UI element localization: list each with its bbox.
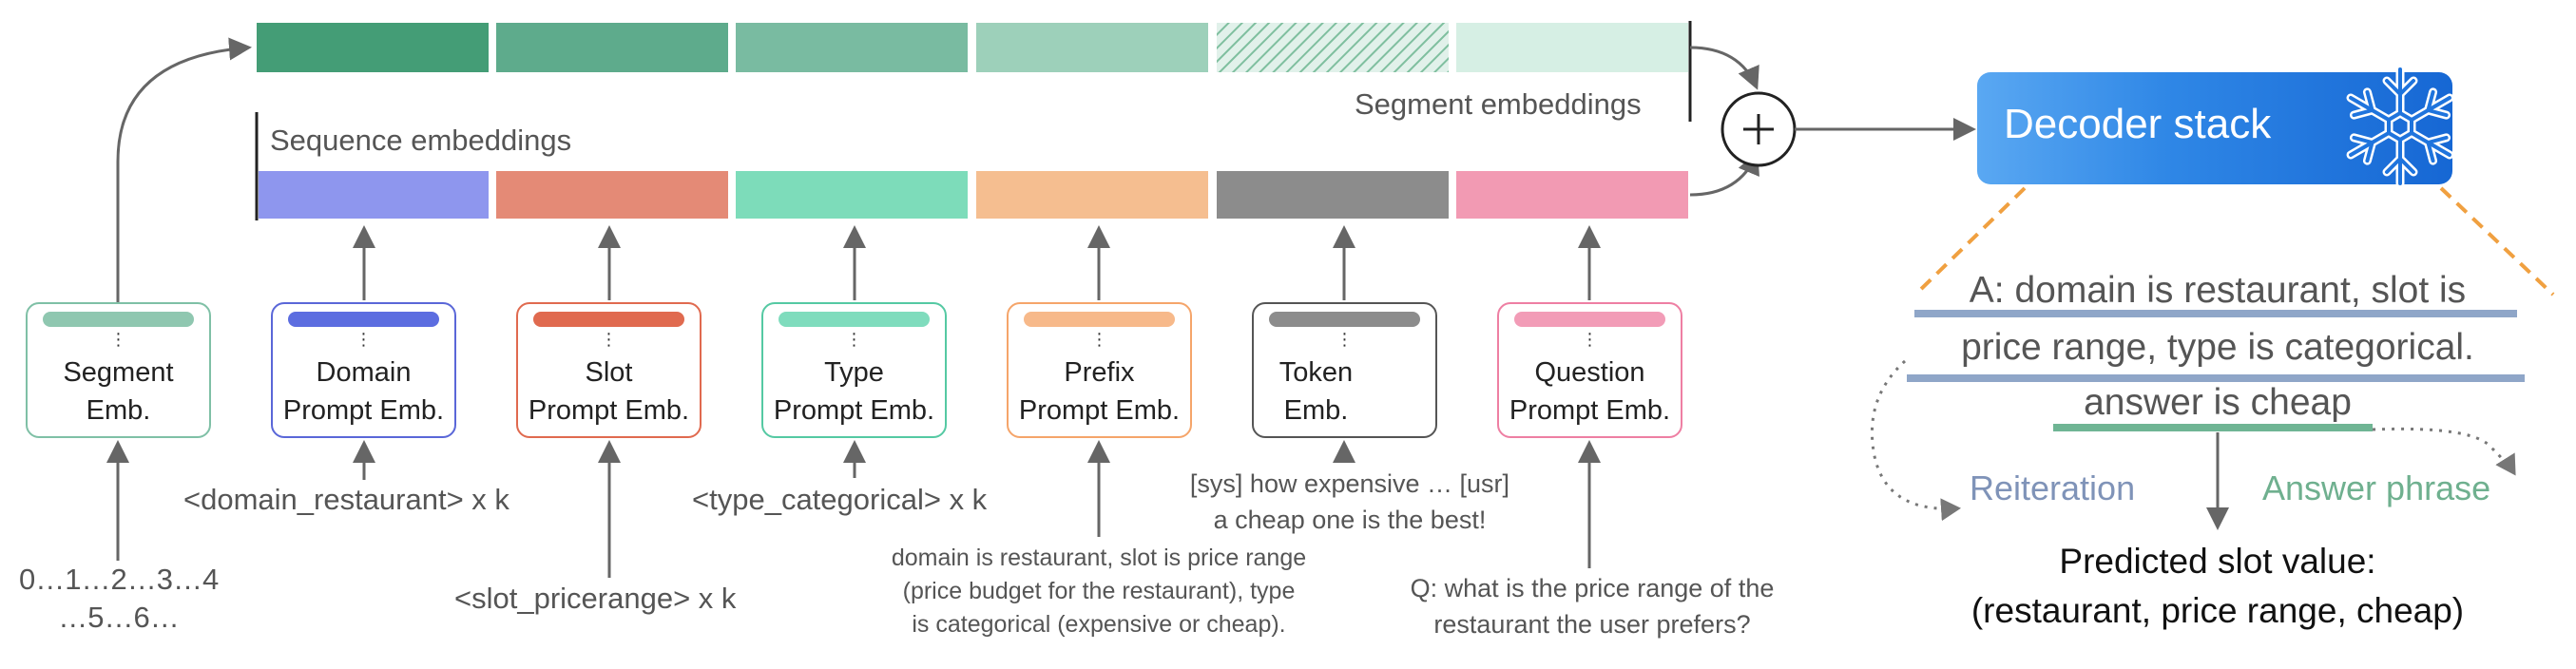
type-tokens-input: <type_categorical> x k xyxy=(692,483,988,516)
segment-emb-line2: Emb. xyxy=(86,395,151,426)
segment-emb-label: Segment Emb. xyxy=(28,354,209,430)
segment-emb-dots: ⋮ xyxy=(109,330,127,349)
sequence-embeddings-label: Sequence embeddings xyxy=(270,124,572,157)
sequence-embedding-question xyxy=(1456,171,1688,219)
arrow-segment-to-row xyxy=(116,37,252,302)
frozen-snowflake-icon xyxy=(2338,65,2462,198)
prefix-line2: (price budget for the restaurant), type xyxy=(902,578,1296,604)
token-emb-line1: Token xyxy=(1278,357,1354,388)
token-emb-label: Token Emb. xyxy=(1254,354,1378,430)
slot-tokens-input: <slot_pricerange> x k xyxy=(454,582,737,615)
slot-prompt-box: ⋮ Slot Prompt Emb. xyxy=(516,302,702,438)
dialog-context-input: [sys] how expensive … [usr] a cheap one … xyxy=(1141,466,1559,538)
decoder-stack-label: Decoder stack xyxy=(2004,101,2272,147)
prefix-prompt-label: Prefix Prompt Emb. xyxy=(1009,354,1190,430)
question-prompt-bar xyxy=(1514,312,1665,327)
prefix-prompt-box: ⋮ Prefix Prompt Emb. xyxy=(1007,302,1192,438)
slot-prompt-dots: ⋮ xyxy=(600,330,618,349)
dashed-right xyxy=(2439,186,2555,296)
segment-embeddings-label: Segment embeddings xyxy=(1355,87,1642,121)
answer-line2: price range, type is categorical. xyxy=(1961,327,2474,368)
slot-prompt-label: Slot Prompt Emb. xyxy=(518,354,700,430)
slot-prompt-line1: Slot xyxy=(585,357,633,388)
type-prompt-label: Type Prompt Emb. xyxy=(763,354,945,430)
segment-embedding-1 xyxy=(257,23,489,72)
domain-tokens-input: <domain_restaurant> x k xyxy=(183,483,509,516)
dialog-line2: a cheap one is the best! xyxy=(1213,506,1487,534)
prefix-description-input: domain is restaurant, slot is price rang… xyxy=(861,542,1336,641)
segment-emb-bar xyxy=(43,312,194,327)
type-prompt-dots: ⋮ xyxy=(845,330,863,349)
domain-prompt-box: ⋮ Domain Prompt Emb. xyxy=(271,302,456,438)
segment-emb-line1: Segment xyxy=(63,357,174,388)
question-prompt-dots: ⋮ xyxy=(1581,330,1599,349)
answer-line3: answer is cheap xyxy=(2084,382,2352,423)
sequence-embedding-prefix xyxy=(976,171,1208,219)
segment-embedding-2 xyxy=(496,23,728,72)
decoder-stack: Decoder stack xyxy=(1977,65,2452,184)
sequence-embedding-domain xyxy=(259,171,489,219)
sequence-embedding-slot xyxy=(496,171,728,219)
segment-ids-line2: …5…6… xyxy=(58,601,180,634)
prefix-prompt-bar xyxy=(1024,312,1175,327)
question-prompt-box: ⋮ Question Prompt Emb. xyxy=(1497,302,1682,438)
segment-ids-input: 0…1…2…3…4 …5…6… xyxy=(19,561,219,637)
type-prompt-bar xyxy=(779,312,930,327)
slot-prompt-line2: Prompt Emb. xyxy=(528,395,690,426)
prefix-prompt-line1: Prefix xyxy=(1064,357,1135,388)
question-input: Q: what is the price range of the restau… xyxy=(1369,570,1816,642)
domain-prompt-label: Domain Prompt Emb. xyxy=(273,354,454,430)
token-emb-box: ⋮ Token Emb. xyxy=(1252,302,1437,438)
answer-line1: A: domain is restaurant, slot is xyxy=(1969,270,2467,311)
question-line1: Q: what is the price range of the xyxy=(1410,574,1775,602)
domain-prompt-line2: Prompt Emb. xyxy=(282,395,445,426)
dialog-line1: [sys] how expensive … [usr] xyxy=(1189,469,1510,498)
predicted-line1: Predicted slot value: xyxy=(2059,542,2376,581)
segment-embedding-6 xyxy=(1456,23,1688,72)
token-emb-bar xyxy=(1269,312,1420,327)
prefix-prompt-dots: ⋮ xyxy=(1090,330,1108,349)
type-prompt-line2: Prompt Emb. xyxy=(773,395,935,426)
domain-prompt-line1: Domain xyxy=(316,357,412,388)
type-prompt-line1: Type xyxy=(824,357,884,388)
prefix-line1: domain is restaurant, slot is price rang… xyxy=(891,545,1307,571)
prefix-prompt-line2: Prompt Emb. xyxy=(1018,395,1181,426)
type-prompt-box: ⋮ Type Prompt Emb. xyxy=(761,302,947,438)
segment-ids-line1: 0…1…2…3…4 xyxy=(19,563,220,596)
question-prompt-line2: Prompt Emb. xyxy=(1509,395,1671,426)
dashed-left xyxy=(1913,186,2027,296)
segment-emb-box: ⋮ Segment Emb. xyxy=(26,302,211,438)
token-emb-line2: Emb. xyxy=(1283,395,1349,426)
sequence-embedding-type xyxy=(736,171,968,219)
segment-embedding-hatched xyxy=(1217,23,1449,72)
slot-prompt-bar xyxy=(533,312,684,327)
reiteration-label: Reiteration xyxy=(1970,468,2136,507)
segment-embedding-3 xyxy=(736,23,968,72)
arrow-segment-to-plus xyxy=(1689,46,1759,90)
dotted-answer-phrase xyxy=(2372,427,2516,476)
segment-embedding-4 xyxy=(976,23,1208,72)
question-prompt-label: Question Prompt Emb. xyxy=(1499,354,1681,430)
domain-prompt-bar xyxy=(288,312,439,327)
prefix-line3: is categorical (expensive or cheap). xyxy=(912,611,1286,638)
token-emb-dots: ⋮ xyxy=(1336,330,1354,349)
predicted-line2: (restaurant, price range, cheap) xyxy=(1970,591,2465,630)
question-prompt-line1: Question xyxy=(1534,357,1645,388)
sequence-embedding-token xyxy=(1217,171,1449,219)
answer-phrase-label: Answer phrase xyxy=(2262,468,2491,507)
dotted-reiteration xyxy=(1870,359,1961,522)
domain-prompt-dots: ⋮ xyxy=(355,330,373,349)
question-line2: restaurant the user prefers? xyxy=(1433,610,1751,639)
